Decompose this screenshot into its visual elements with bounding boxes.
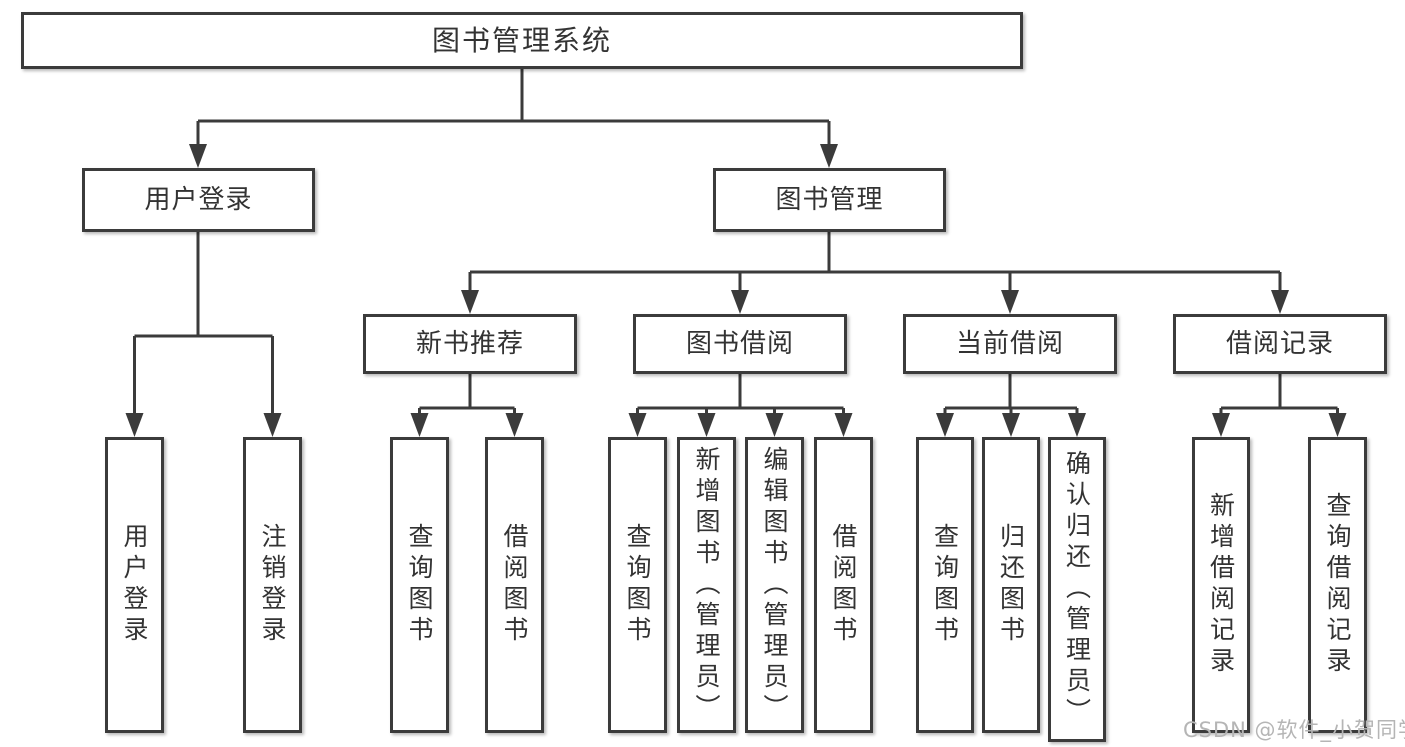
node-leaf-query-book-1: 查询图书 xyxy=(390,437,449,733)
leaf-label: 新增借阅记录 xyxy=(1206,492,1236,678)
node-book-management-branch: 图书管理 xyxy=(713,168,946,232)
node-book-borrow: 图书借阅 xyxy=(633,314,847,374)
leaf-label: 查询借阅记录 xyxy=(1323,492,1352,678)
node-leaf-user-login: 用户登录 xyxy=(105,437,164,733)
node-leaf-edit-book-admin: 编辑图书（管理员） xyxy=(745,437,804,733)
node-leaf-confirm-return-admin: 确认归还（管理员） xyxy=(1048,437,1106,742)
leaf-label: 确认归还（管理员） xyxy=(1062,450,1092,729)
leaf-label: 新增图书（管理员） xyxy=(692,445,721,725)
leaf-label: 查询图书 xyxy=(405,523,434,647)
node-current-borrow: 当前借阅 xyxy=(903,314,1117,374)
node-leaf-query-borrow-record: 查询借阅记录 xyxy=(1308,437,1367,733)
node-new-book-recommend: 新书推荐 xyxy=(363,314,577,374)
leaf-label: 借阅图书 xyxy=(500,523,529,647)
csdn-watermark: CSDN @软件_小贺同学 xyxy=(1183,718,1405,742)
node-leaf-logout: 注销登录 xyxy=(243,437,302,733)
node-leaf-borrow-book-1: 借阅图书 xyxy=(485,437,544,733)
leaf-label: 归还图书 xyxy=(996,523,1026,647)
node-leaf-return-book: 归还图书 xyxy=(982,437,1040,733)
node-leaf-borrow-book-2: 借阅图书 xyxy=(814,437,873,733)
node-user-login-branch: 用户登录 xyxy=(82,168,315,232)
node-leaf-query-book-3: 查询图书 xyxy=(916,437,974,733)
node-leaf-add-borrow-record: 新增借阅记录 xyxy=(1192,437,1250,733)
leaf-label: 查询图书 xyxy=(623,523,652,647)
leaf-label: 注销登录 xyxy=(258,523,287,647)
leaf-label: 借阅图书 xyxy=(829,523,858,647)
node-leaf-add-book-admin: 新增图书（管理员） xyxy=(677,437,736,733)
leaf-label: 编辑图书（管理员） xyxy=(760,445,789,725)
leaf-label: 用户登录 xyxy=(120,523,149,647)
leaf-label: 查询图书 xyxy=(930,523,960,647)
node-leaf-query-book-2: 查询图书 xyxy=(608,437,667,733)
node-borrow-record: 借阅记录 xyxy=(1173,314,1387,374)
node-library-management-system: 图书管理系统 xyxy=(21,12,1023,69)
